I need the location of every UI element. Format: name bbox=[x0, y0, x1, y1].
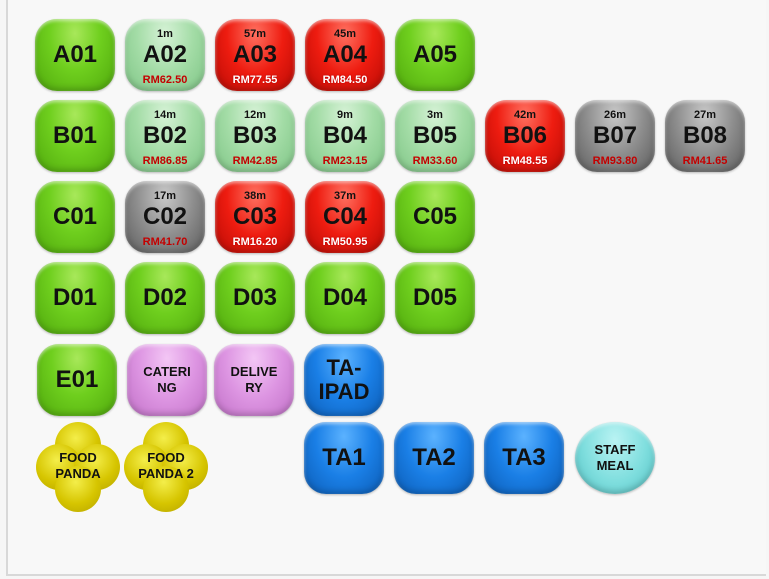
delivery-button[interactable]: DELIVE RY bbox=[214, 344, 294, 416]
ta-ipad-button[interactable]: TA- IPAD bbox=[304, 344, 384, 416]
table-label: B04 bbox=[322, 122, 368, 149]
catering-label-line2: NG bbox=[157, 380, 177, 395]
table-E01[interactable]: E01 bbox=[37, 344, 117, 416]
foodpanda-2-label-line2: PANDA 2 bbox=[138, 466, 194, 481]
elapsed-time: 14m bbox=[153, 109, 177, 121]
bill-amount: RM62.50 bbox=[142, 74, 188, 86]
staff-meal-label-line2: MEAL bbox=[596, 458, 634, 473]
elapsed-time: 9m bbox=[337, 109, 353, 121]
staff-meal-button[interactable]: STAFF MEAL bbox=[575, 422, 655, 494]
table-label: A03 bbox=[232, 41, 278, 68]
table-label: B06 bbox=[502, 122, 548, 149]
table-label: A01 bbox=[52, 41, 98, 68]
delivery-label-line1: DELIVE bbox=[230, 364, 278, 379]
table-label: A05 bbox=[412, 41, 458, 68]
bill-amount: RM33.60 bbox=[412, 155, 458, 167]
elapsed-time: 17m bbox=[153, 190, 177, 202]
table-label: A04 bbox=[322, 41, 368, 68]
bill-amount: RM23.15 bbox=[322, 155, 368, 167]
table-label: D02 bbox=[142, 284, 188, 311]
staff-meal-label-line1: STAFF bbox=[594, 442, 636, 457]
table-C05[interactable]: C05 bbox=[395, 181, 475, 253]
table-label: C05 bbox=[412, 203, 458, 230]
table-B01[interactable]: B01 bbox=[35, 100, 115, 172]
table-C01[interactable]: C01 bbox=[35, 181, 115, 253]
elapsed-time: 1m bbox=[157, 28, 173, 40]
takeaway-ta3-button[interactable]: TA3 bbox=[484, 422, 564, 494]
bill-amount: RM84.50 bbox=[322, 74, 368, 86]
table-label: B02 bbox=[142, 122, 188, 149]
ta1-label: TA1 bbox=[322, 444, 366, 471]
table-label: D04 bbox=[322, 284, 368, 311]
table-D05[interactable]: D05 bbox=[395, 262, 475, 334]
elapsed-time: 57m bbox=[243, 28, 267, 40]
table-D01[interactable]: D01 bbox=[35, 262, 115, 334]
table-label: C03 bbox=[232, 203, 278, 230]
table-label: B03 bbox=[232, 122, 278, 149]
foodpanda-2-button[interactable]: FOOD PANDA 2 bbox=[124, 422, 208, 512]
ta-ipad-label-line2: IPAD bbox=[318, 379, 370, 404]
bill-amount: RM50.95 bbox=[322, 236, 368, 248]
table-label: D01 bbox=[52, 284, 98, 311]
elapsed-time: 27m bbox=[693, 109, 717, 121]
ta3-label: TA3 bbox=[502, 444, 546, 471]
elapsed-time: 12m bbox=[243, 109, 267, 121]
table-label: D05 bbox=[412, 284, 458, 311]
table-label: D03 bbox=[232, 284, 278, 311]
table-label: B01 bbox=[52, 122, 98, 149]
table-label: B08 bbox=[682, 122, 728, 149]
table-label: E01 bbox=[55, 366, 99, 393]
table-D03[interactable]: D03 bbox=[215, 262, 295, 334]
bill-amount: RM93.80 bbox=[592, 155, 638, 167]
elapsed-time: 37m bbox=[333, 190, 357, 202]
takeaway-ta1-button[interactable]: TA1 bbox=[304, 422, 384, 494]
table-A05[interactable]: A05 bbox=[395, 19, 475, 91]
bill-amount: RM16.20 bbox=[232, 236, 278, 248]
bill-amount: RM42.85 bbox=[232, 155, 278, 167]
ta-ipad-label-line1: TA- bbox=[326, 355, 362, 380]
elapsed-time: 3m bbox=[427, 109, 443, 121]
bill-amount: RM86.85 bbox=[142, 155, 188, 167]
bill-amount: RM48.55 bbox=[502, 155, 548, 167]
takeaway-ta2-button[interactable]: TA2 bbox=[394, 422, 474, 494]
foodpanda-label-line2: PANDA bbox=[55, 466, 101, 481]
elapsed-time: 26m bbox=[603, 109, 627, 121]
table-label: B07 bbox=[592, 122, 638, 149]
delivery-label-line2: RY bbox=[245, 380, 263, 395]
bill-amount: RM77.55 bbox=[232, 74, 278, 86]
table-label: C02 bbox=[142, 203, 188, 230]
bill-amount: RM41.70 bbox=[142, 236, 188, 248]
table-label: A02 bbox=[142, 41, 188, 68]
catering-button[interactable]: CATERI NG bbox=[127, 344, 207, 416]
foodpanda-2-label-line1: FOOD bbox=[147, 450, 185, 465]
table-label: C01 bbox=[52, 203, 98, 230]
table-D02[interactable]: D02 bbox=[125, 262, 205, 334]
catering-label-line1: CATERI bbox=[143, 364, 191, 379]
elapsed-time: 38m bbox=[243, 190, 267, 202]
foodpanda-label-line1: FOOD bbox=[59, 450, 97, 465]
table-label: C04 bbox=[322, 203, 368, 230]
foodpanda-button[interactable]: FOOD PANDA bbox=[36, 422, 120, 512]
table-label: B05 bbox=[412, 122, 458, 149]
bill-amount: RM41.65 bbox=[682, 155, 728, 167]
table-A01[interactable]: A01 bbox=[35, 19, 115, 91]
elapsed-time: 42m bbox=[513, 109, 537, 121]
elapsed-time: 45m bbox=[333, 28, 357, 40]
ta2-label: TA2 bbox=[412, 444, 456, 471]
table-D04[interactable]: D04 bbox=[305, 262, 385, 334]
